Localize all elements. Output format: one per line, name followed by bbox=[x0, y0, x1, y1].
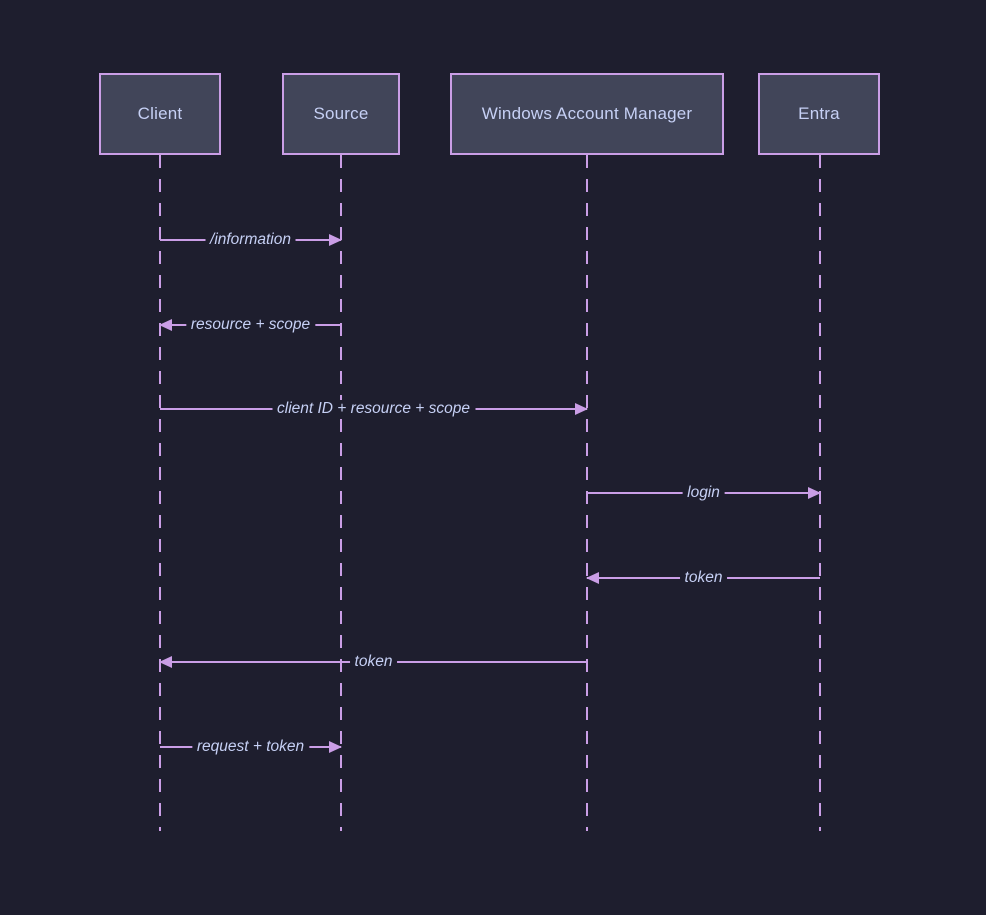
arrowhead-right-icon bbox=[808, 487, 821, 499]
message-label: request + token bbox=[191, 738, 310, 756]
actor-label-windows-account-manager: Windows Account Manager bbox=[481, 104, 693, 123]
lifeline-client bbox=[159, 155, 161, 831]
arrowhead-right-icon bbox=[329, 741, 342, 753]
message-request-token: request + token bbox=[160, 738, 342, 756]
arrowhead-left-icon bbox=[159, 656, 172, 668]
message-token-wam-client: token bbox=[159, 653, 587, 671]
arrowhead-right-icon bbox=[329, 234, 342, 246]
actor-box-client: Client bbox=[99, 73, 221, 155]
actor-label-source: Source bbox=[313, 104, 369, 123]
lifeline-source bbox=[340, 155, 342, 831]
message-login: login bbox=[587, 484, 821, 502]
message-label: token bbox=[679, 569, 728, 587]
message-label: login bbox=[682, 484, 725, 502]
message-label: /information bbox=[205, 231, 296, 249]
actor-box-windows-account-manager: Windows Account Manager bbox=[450, 73, 724, 155]
message-information: /information bbox=[160, 231, 342, 249]
message-resource-scope: resource + scope bbox=[159, 316, 341, 334]
actor-box-entra: Entra bbox=[758, 73, 880, 155]
message-label: client ID + resource + scope bbox=[272, 400, 475, 418]
message-client-id-resource-scope: client ID + resource + scope bbox=[160, 400, 588, 418]
arrowhead-left-icon bbox=[586, 572, 599, 584]
message-label: token bbox=[349, 653, 398, 671]
actor-label-entra: Entra bbox=[798, 104, 840, 123]
message-label: resource + scope bbox=[185, 316, 316, 334]
arrowhead-right-icon bbox=[575, 403, 588, 415]
actor-box-source: Source bbox=[282, 73, 400, 155]
arrowhead-left-icon bbox=[159, 319, 172, 331]
message-token-entra-wam: token bbox=[586, 569, 820, 587]
actor-label-client: Client bbox=[137, 104, 183, 123]
